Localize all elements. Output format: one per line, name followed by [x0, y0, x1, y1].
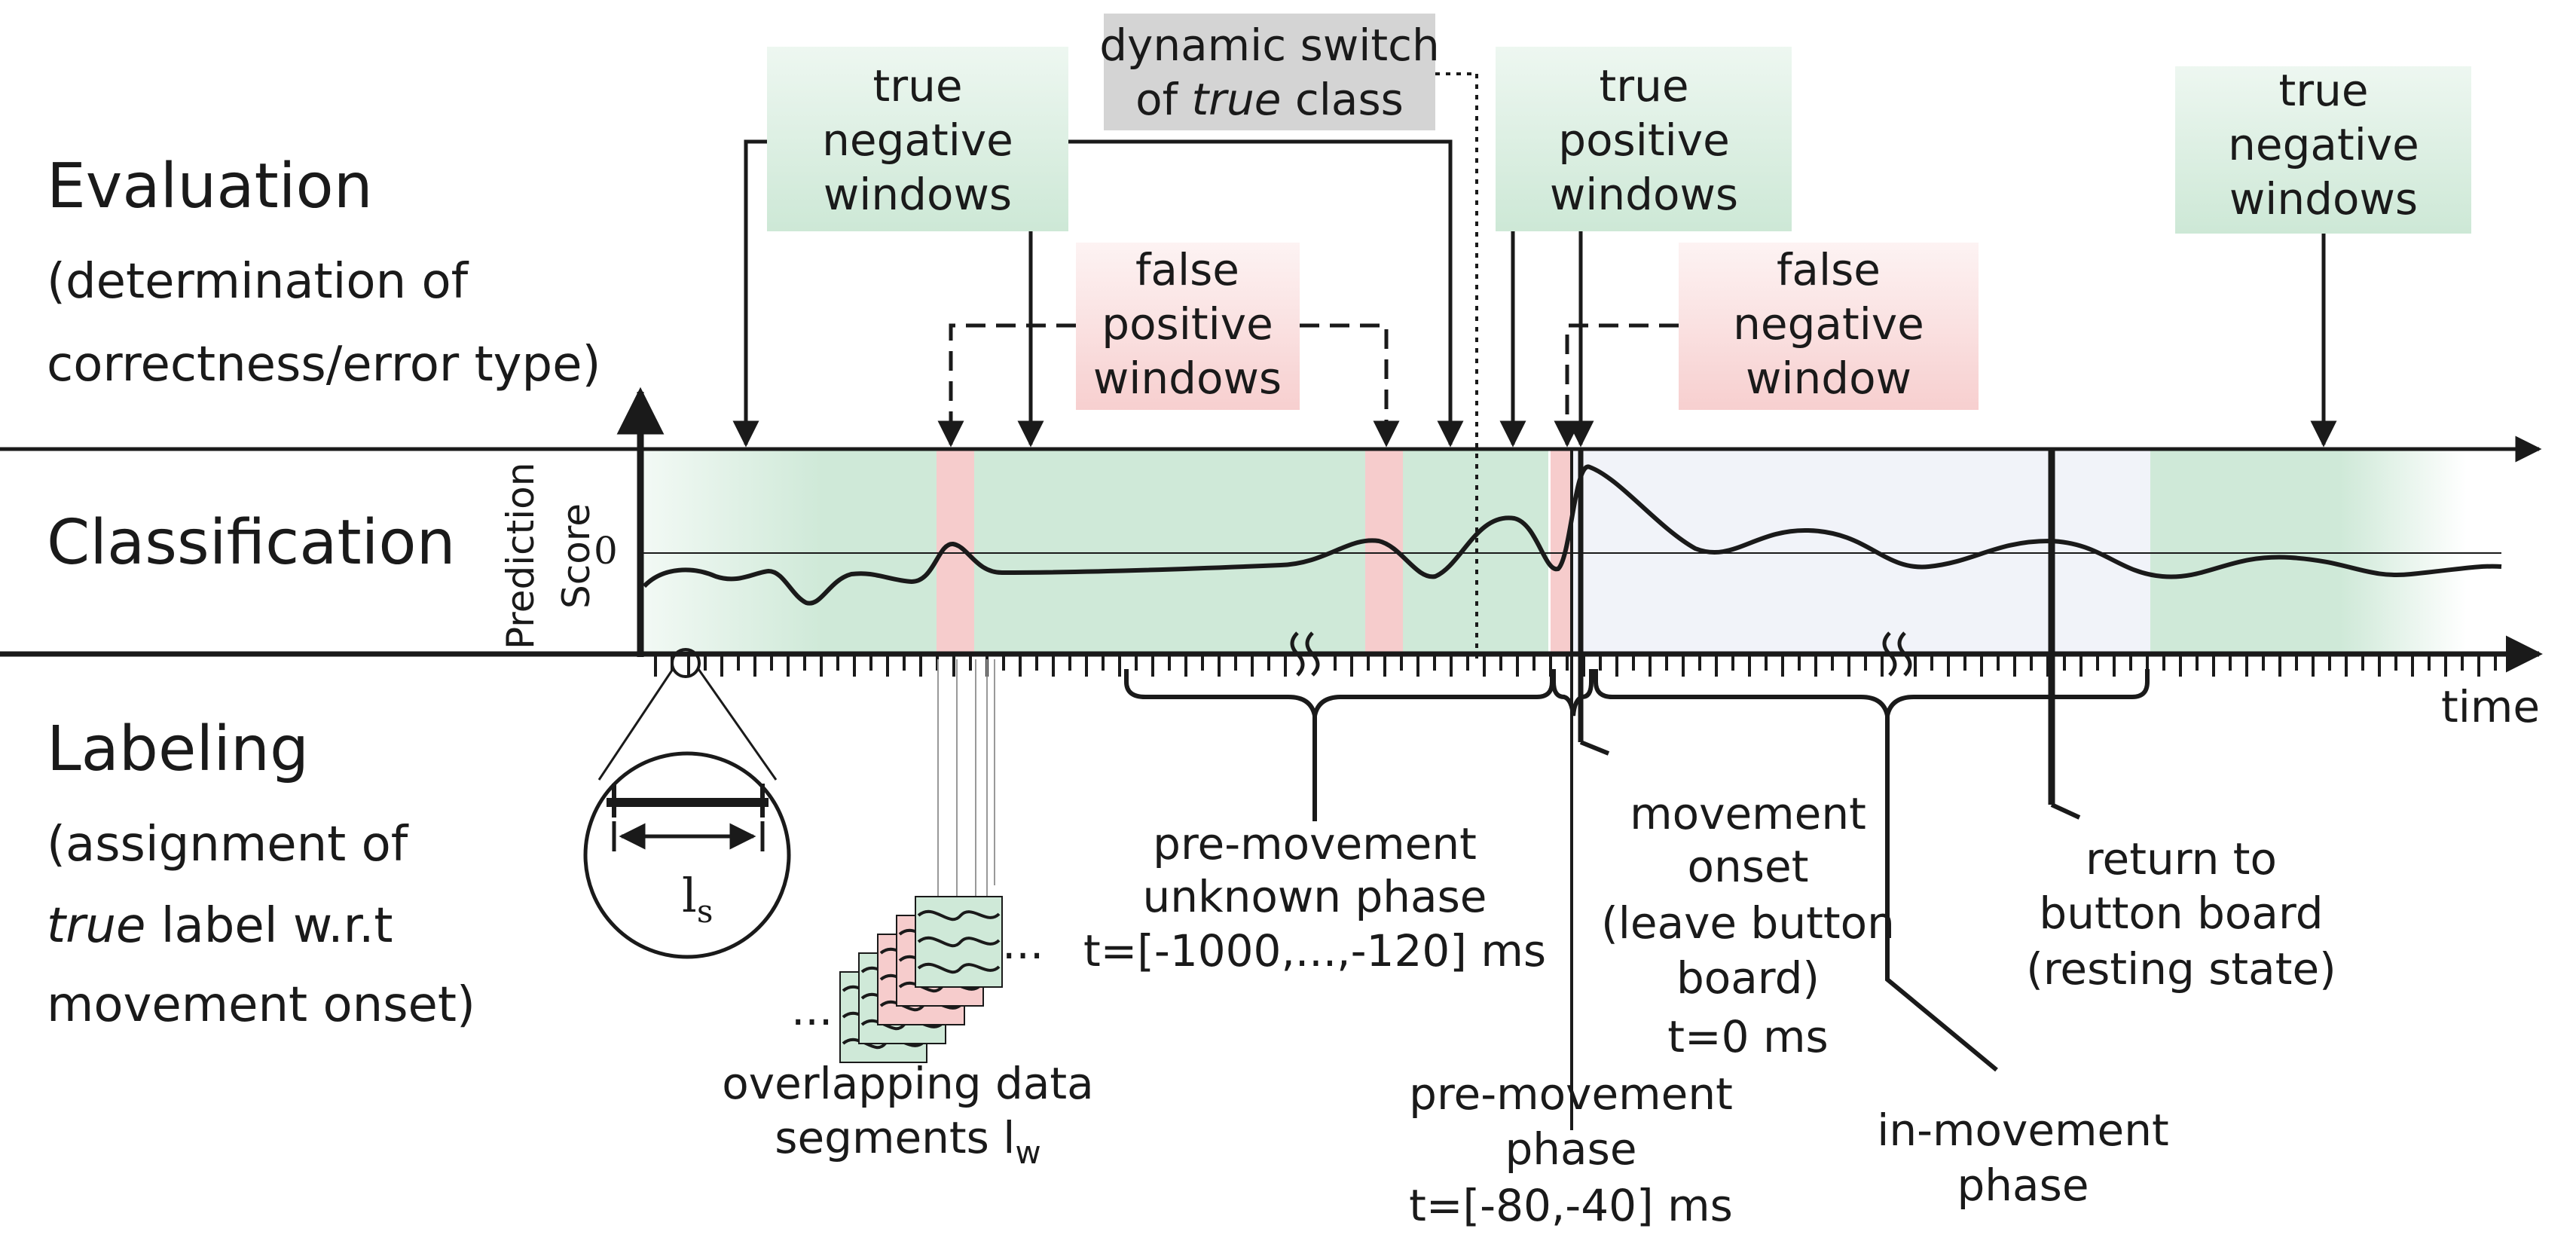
ylabel-line1: Prediction [499, 463, 542, 649]
tp-l2: positive [1558, 115, 1730, 166]
band-inmovement [1572, 449, 2150, 652]
fp-box [1076, 243, 1300, 410]
onset-l3: (leave button [1601, 897, 1895, 949]
axis-labels: Prediction Score 0 time [499, 463, 2540, 732]
pre-phase-l3: t=[-80,-40] ms [1409, 1180, 1733, 1231]
fp-l1: false [1135, 244, 1239, 295]
prediction-score-curve [642, 464, 2502, 606]
box-texts: true negative windows false positive win… [822, 20, 2419, 404]
fp-arrow-right [1300, 323, 1400, 448]
section-labels: Evaluation (determination of correctness… [47, 151, 601, 1033]
labeling-sub2: true label w.r.t [47, 898, 393, 954]
tn-arrow-left [732, 139, 767, 448]
tn-left-l1: true [872, 60, 962, 112]
tn-right-l1: true [2278, 65, 2368, 116]
fn-l3: window [1746, 353, 1911, 404]
pre-unknown-l2: unknown phase [1142, 871, 1487, 922]
ls-label: ls [682, 868, 713, 930]
evaluation-arrows [732, 139, 2337, 448]
dynamic-l2: of true class [1135, 74, 1404, 125]
phase-labels: ls overlapping data segments lw ... ... … [682, 788, 2336, 1231]
onset-l1: movement [1630, 788, 1866, 839]
tp-box [1496, 47, 1792, 231]
band-green-right [2150, 449, 2467, 652]
fn-l2: negative [1733, 298, 1924, 350]
tp-l3: windows [1550, 169, 1738, 220]
sample-magnifier [583, 648, 791, 959]
brace-pre-phase [1551, 669, 1594, 717]
segments-l2-text: segments l [775, 1112, 1015, 1163]
fp-l2: positive [1102, 298, 1273, 350]
labeling-sub1: (assignment of [47, 817, 409, 873]
fp-l3: windows [1093, 353, 1282, 404]
return-l1: return to [2086, 833, 2277, 885]
return-l2: button board [2039, 888, 2323, 939]
zero-tick: 0 [594, 529, 618, 573]
dynamic-l2-italic: true [1191, 74, 1281, 125]
segments-sub: w [1015, 1134, 1040, 1171]
time-ticks [654, 654, 2497, 677]
tp-l1: true [1599, 60, 1688, 112]
in-movement-l2: phase [1957, 1160, 2089, 1211]
ls-main: l [682, 868, 697, 923]
onset-l2: onset [1688, 841, 1809, 892]
braces [1124, 669, 2150, 1072]
data-segment [915, 896, 1003, 988]
ylabel-line2: Score [555, 503, 598, 609]
pre-phase-l1: pre-movement [1409, 1068, 1733, 1120]
pre-phase-l2: phase [1505, 1123, 1636, 1175]
band-green-left [640, 449, 942, 652]
labeling-sub2-italic: true [47, 898, 145, 954]
fn-arrow [1554, 323, 1679, 448]
pre-unknown-l1: pre-movement [1153, 818, 1477, 869]
tn-right-l3: windows [2229, 173, 2418, 225]
onset-l4: board) [1676, 952, 1820, 1004]
brace-in-movement [1594, 669, 2150, 717]
dynamic-l2-post: class [1281, 74, 1403, 125]
fn-box [1679, 243, 1979, 410]
axis-breaks [1290, 631, 1912, 677]
classification-band [640, 449, 2467, 652]
tn-right-l2: negative [2228, 119, 2419, 170]
return-l3: (resting state) [2026, 943, 2336, 995]
band-red-fn [1551, 449, 1572, 652]
in-movement-l1: in-movement [1877, 1105, 2168, 1156]
evaluation-sub2: correctness/error type) [47, 337, 601, 393]
dynamic-box [1104, 14, 1435, 130]
ls-sub: s [697, 893, 714, 930]
segments-l1: overlapping data [722, 1058, 1093, 1109]
evaluation-title: Evaluation [47, 151, 373, 222]
fn-l1: false [1777, 244, 1881, 295]
ellipsis-right: ... [1002, 918, 1044, 969]
time-label: time [2441, 681, 2540, 732]
segments-l2: segments lw [775, 1112, 1041, 1171]
brace-pre-unknown [1124, 669, 1554, 717]
dynamic-l1: dynamic switch [1099, 20, 1440, 71]
classification-title: Classification [47, 507, 456, 579]
labeling-title: Labeling [47, 714, 309, 785]
tn-left-l3: windows [824, 169, 1012, 220]
labeling-sub2-rest: label w.r.t [145, 898, 393, 954]
tn-arrow-right [1068, 139, 1464, 448]
dynamic-l2-pre: of [1135, 74, 1191, 125]
tn-left-l2: negative [822, 115, 1013, 166]
evaluation-sub1: (determination of [47, 254, 469, 310]
tn-left-box [767, 47, 1068, 231]
ellipsis-left: ... [791, 984, 833, 1035]
pre-unknown-l3: t=[-1000,...,-120] ms [1083, 925, 1546, 976]
fp-arrow-left [937, 323, 1076, 448]
labeling-sub3: movement onset) [47, 977, 475, 1033]
overlapping-segments [839, 659, 1003, 1063]
band-green-main [942, 449, 1548, 652]
onset-l5: t=0 ms [1667, 1011, 1828, 1062]
tn-right-box [2175, 66, 2471, 234]
